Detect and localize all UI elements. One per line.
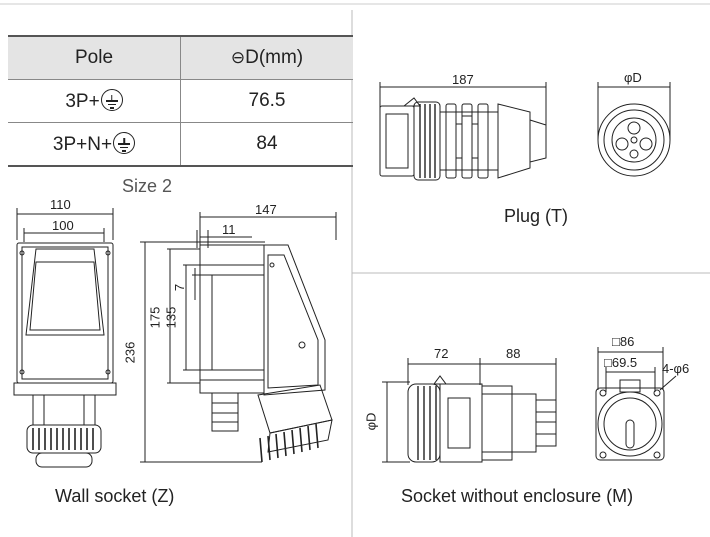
diameter-cell: 84 (180, 122, 353, 167)
table-row: 3P+N+ 84 (8, 122, 353, 167)
table-header-row: Pole ⊖D(mm) (8, 35, 353, 80)
socket-dim-72: 72 (434, 346, 449, 361)
wall-socket-caption: Wall socket (Z) (55, 486, 175, 506)
socket-dim-holes: 4-φ6 (662, 361, 690, 376)
spec-table: Pole ⊖D(mm) 3P+ 76.5 3P+N+ 84 (8, 35, 353, 167)
diameter-cell: 76.5 (180, 79, 353, 123)
pole-cell: 3P+N+ (8, 122, 181, 167)
pole-cell: 3P+ (8, 79, 181, 123)
socket-dim-diameter: φD (363, 412, 379, 431)
header-pole: Pole (8, 35, 181, 80)
socket-dim-sq86: □86 (612, 334, 635, 349)
dim-11: 11 (222, 222, 236, 237)
dim-110: 110 (50, 197, 71, 212)
phase-symbol-icon: ⊖ (230, 48, 246, 67)
dim-100: 100 (52, 218, 74, 233)
plug-dim-diameter: φD (624, 70, 642, 85)
socket-dim-sq695: □69.5 (604, 355, 638, 370)
header-diameter: ⊖D(mm) (180, 35, 353, 80)
dim-147: 147 (255, 202, 277, 217)
plug-caption: Plug (T) (504, 206, 569, 226)
ground-symbol-icon (100, 89, 123, 111)
table-row: 3P+ 76.5 (8, 79, 353, 123)
plug-dim-187: 187 (452, 72, 474, 87)
socket-dim-88: 88 (506, 346, 521, 361)
ground-symbol-icon (113, 132, 136, 154)
size-label: Size 2 (122, 176, 173, 196)
socket-no-enclosure-caption: Socket without enclosure (M) (401, 486, 634, 506)
